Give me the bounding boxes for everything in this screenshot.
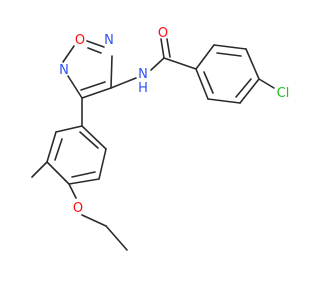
bond-nh-carbonyl bbox=[150, 57, 165, 71]
bond-cp5 bbox=[207, 98, 241, 104]
atom-label-ring-nitrogen-top: N bbox=[104, 33, 114, 48]
bond-c3-c4-double bbox=[80, 81, 106, 91]
bond-cp6-inner bbox=[203, 71, 214, 94]
bond-c4-n5 bbox=[110, 55, 113, 89]
atom-label-carbonyl-oxygen: O bbox=[158, 26, 168, 41]
bond-n2-c3 bbox=[67, 75, 83, 99]
atom-label-chlorine: Cl bbox=[277, 86, 290, 101]
molecule-structure: O N N N H O Cl O bbox=[31, 26, 290, 251]
bond-ch2-ch3 bbox=[105, 225, 128, 251]
bond-ph4-inner bbox=[71, 171, 96, 178]
oxadiazole-ring bbox=[62, 40, 113, 99]
bond-cp1 bbox=[195, 44, 215, 70]
bond-ph2 bbox=[46, 131, 57, 163]
bond-c-cl bbox=[258, 78, 275, 89]
bond-o1-n2 bbox=[62, 45, 75, 63]
bond-ph5 bbox=[98, 148, 107, 180]
bond-carbonyl-ring bbox=[163, 57, 197, 70]
bond-n5-o1-double bbox=[87, 47, 102, 54]
atom-label-ring-oxygen: O bbox=[75, 33, 85, 48]
bond-c4-nh bbox=[110, 77, 137, 89]
atom-label-ether-oxygen: O bbox=[73, 201, 83, 216]
bond-cp3 bbox=[245, 48, 260, 80]
ethoxy-methylphenyl-ring bbox=[31, 97, 128, 251]
bond-cp6 bbox=[195, 68, 209, 100]
bond-methyl bbox=[31, 161, 48, 178]
chlorophenyl-ring bbox=[195, 44, 275, 104]
bond-ph3 bbox=[46, 161, 70, 185]
bond-cp4-inner bbox=[235, 78, 252, 98]
bond-ph1 bbox=[55, 125, 83, 133]
bond-ph-ether-o bbox=[68, 183, 77, 199]
bond-cp4 bbox=[239, 78, 260, 104]
bond-ph2-inner bbox=[54, 138, 63, 161]
atom-label-amide-nitrogen: N bbox=[138, 67, 148, 82]
bond-ether-o-ch2 bbox=[81, 214, 107, 227]
bond-ph6 bbox=[81, 125, 107, 150]
bond-cp2-inner bbox=[216, 52, 242, 57]
bond-ph4 bbox=[68, 178, 100, 185]
bond-c3-c4 bbox=[81, 87, 112, 99]
bond-cp2 bbox=[213, 44, 247, 50]
atom-label-amide-hydrogen: H bbox=[138, 81, 148, 96]
amide-group bbox=[110, 38, 197, 89]
bond-ph6-inner bbox=[79, 131, 99, 149]
bond-n5-o1 bbox=[86, 40, 105, 48]
bond-carbonyl-o bbox=[160, 38, 165, 59]
molecule-diagram: O N N N H O Cl O bbox=[31, 26, 290, 251]
atom-label-ring-nitrogen-left: N bbox=[59, 63, 69, 78]
bond-carbonyl-o-double bbox=[166, 38, 171, 58]
